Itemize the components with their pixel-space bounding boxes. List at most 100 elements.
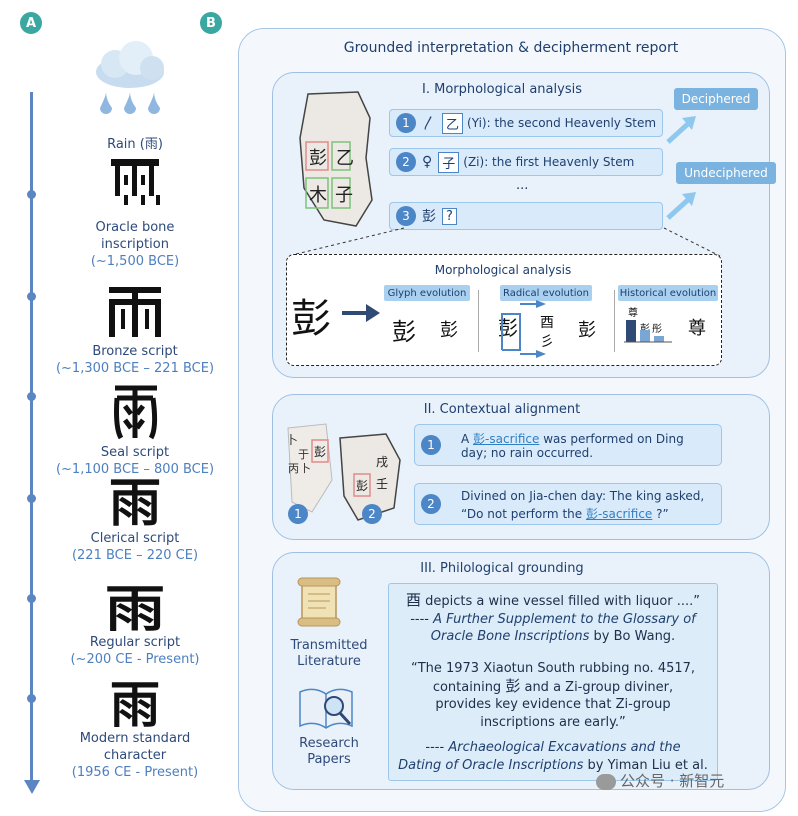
text-fragment: depicts a wine vessel filled with liquor… xyxy=(425,594,701,609)
stage-name: Bronze script xyxy=(92,344,178,359)
morph-section-title: I. Morphological analysis xyxy=(422,82,582,97)
stage-date: (~1,300 BCE – 221 BCE) xyxy=(55,361,215,376)
stage-date: (~1,100 BCE – 800 BCE) xyxy=(55,462,215,477)
text-fragment: ---- xyxy=(425,740,445,755)
source-title: Dating of Oracle Inscriptions xyxy=(398,758,584,773)
inner-analysis-title: Morphological analysis xyxy=(434,263,572,277)
oracle-bone-fragment: 彭 乙 木 子 xyxy=(299,91,373,227)
context-item-2: 2 Divined on Jia-chen day: The king aske… xyxy=(414,483,722,525)
context-text-line: “Do not perform the 彭-sacrifice ?” xyxy=(461,505,669,522)
item-number: 2 xyxy=(396,152,416,172)
arrow-right-icon xyxy=(342,304,380,322)
target-glyph: 彭 xyxy=(291,296,331,342)
stage-date: (~200 CE - Present) xyxy=(70,652,200,667)
source-author: by Bo Wang. xyxy=(589,629,676,644)
morph-item-3: 3 彭 ? xyxy=(389,202,663,230)
quote-2-line: inscriptions are early.” xyxy=(480,715,626,730)
context-text-line: A 彭-sacrifice was performed on Ding xyxy=(461,430,684,447)
timeline-dot xyxy=(27,494,36,503)
research-label: Research Papers xyxy=(284,736,374,768)
oracle-glyph-unknown: 彭 xyxy=(422,209,436,225)
historical-form: 彭 xyxy=(640,324,650,335)
arrow-deciphered-icon xyxy=(666,116,696,144)
context-text-line: Divined on Jia-chen day: The king asked, xyxy=(461,489,705,503)
svg-text:木: 木 xyxy=(309,185,327,206)
philo-section-title: III. Philological grounding xyxy=(420,561,584,576)
svg-text:戌: 戌 xyxy=(376,455,388,469)
quote-1-line: 酉 depicts a wine vessel filled with liqu… xyxy=(389,592,717,610)
historical-evolution-tag: Historical evolution xyxy=(618,285,718,301)
svg-text:乙: 乙 xyxy=(336,148,354,169)
radical-evolution-tag: Radical evolution xyxy=(500,285,592,301)
timeline-dot xyxy=(27,292,36,301)
context-rubbings: 卜 于 丙 卜 彭 彭 戌 壬 xyxy=(286,423,401,524)
quote-1-source: Oracle Bone Inscriptions by Bo Wang. xyxy=(389,628,717,645)
rubbing-label: 2 xyxy=(368,507,376,521)
morph-analysis-box xyxy=(286,254,722,366)
stage-name: inscription xyxy=(101,237,169,252)
item-number: 3 xyxy=(396,206,416,226)
timeline-dot xyxy=(27,190,36,199)
timeline-axis xyxy=(30,92,33,782)
panel-a-badge: A xyxy=(20,12,42,34)
target-glyph-inline: 彭 xyxy=(505,677,521,695)
vessel-glyph: 酉 xyxy=(405,591,421,609)
divider xyxy=(478,290,479,352)
source-title: Archaeological Excavations and the xyxy=(448,740,681,755)
quote-2-source: Dating of Oracle Inscriptions by Yiman L… xyxy=(389,757,717,774)
watermark-text: 公众号 · 新智元 xyxy=(620,772,725,790)
divider xyxy=(614,290,615,352)
stage-name: Seal script xyxy=(100,445,170,460)
stage-name: Regular script xyxy=(89,635,181,650)
sacrifice-term: 彭-sacrifice xyxy=(585,507,653,521)
deciphered-tag: Deciphered xyxy=(674,88,758,110)
oracle-bone-rain-glyph xyxy=(111,159,160,205)
rubbing-label: 1 xyxy=(294,507,302,521)
stage-name: Clerical script xyxy=(90,531,180,546)
svg-text:彭: 彭 xyxy=(356,479,368,493)
item-text: (Zi): the first Heavenly Stem xyxy=(463,155,635,169)
text-fragment: ?” xyxy=(652,507,669,521)
text-fragment: A xyxy=(461,432,474,446)
svg-text:壬: 壬 xyxy=(376,477,388,491)
text-fragment: ---- xyxy=(410,612,429,627)
context-item-1: 1 A 彭-sacrifice was performed on Ding da… xyxy=(414,424,722,466)
bronze-rain-glyph xyxy=(109,287,161,337)
ellipsis: ... xyxy=(516,178,529,193)
timeline-dot xyxy=(27,392,36,401)
undeciphered-tag: Undeciphered xyxy=(676,162,776,184)
clerical-rain-glyph: 雨 xyxy=(108,473,161,534)
stage-regular: 雨 Regular script (~200 CE - Present) xyxy=(40,584,230,668)
historical-form: 彤 xyxy=(652,324,662,335)
sacrifice-term: 彭-sacrifice xyxy=(473,432,540,446)
philo-quotes: 酉 depicts a wine vessel filled with liqu… xyxy=(388,583,718,781)
text-fragment: and a Zi-group diviner, xyxy=(520,680,674,695)
watermark: 公众号 · 新智元 xyxy=(596,770,724,791)
text-fragment: was performed on Ding xyxy=(539,432,684,446)
stage-date: (1956 CE - Present) xyxy=(71,765,199,780)
item-number: 1 xyxy=(396,113,416,133)
quote-2-source: ---- Archaeological Excavations and the xyxy=(389,739,717,756)
svg-text:于: 于 xyxy=(298,448,309,461)
quote-2-line: “The 1973 Xiaotun South rubbing no. 4517… xyxy=(410,661,696,676)
morph-item-2: 2 ♀ 子 (Zi): the first Heavenly Stem xyxy=(389,148,663,176)
wechat-icon xyxy=(596,773,616,790)
svg-text:卜: 卜 xyxy=(300,462,311,475)
seal-rain-glyph xyxy=(114,385,158,440)
context-section-title: II. Contextual alignment xyxy=(423,402,581,417)
radical-form: 彭 xyxy=(578,320,596,341)
radical-form: 彡 xyxy=(540,334,554,350)
source-author: by Yiman Liu et al. xyxy=(583,758,708,773)
historical-form: 尊 xyxy=(628,308,638,319)
timeline-dot xyxy=(27,594,36,603)
text-fragment: containing xyxy=(432,680,506,695)
label-line: Literature xyxy=(297,654,361,669)
quote-2-line: provides key evidence that Zi-group xyxy=(435,697,671,712)
oracle-glyph-zi: ♀ xyxy=(422,154,433,170)
rain-label: Rain (雨) xyxy=(107,137,163,152)
svg-text:彭: 彭 xyxy=(314,445,326,459)
quote-1-source: ---- A Further Supplement to the Glossar… xyxy=(389,611,717,628)
svg-text:彭: 彭 xyxy=(309,148,327,169)
item-number: 2 xyxy=(421,494,441,514)
item-number: 1 xyxy=(421,435,441,455)
